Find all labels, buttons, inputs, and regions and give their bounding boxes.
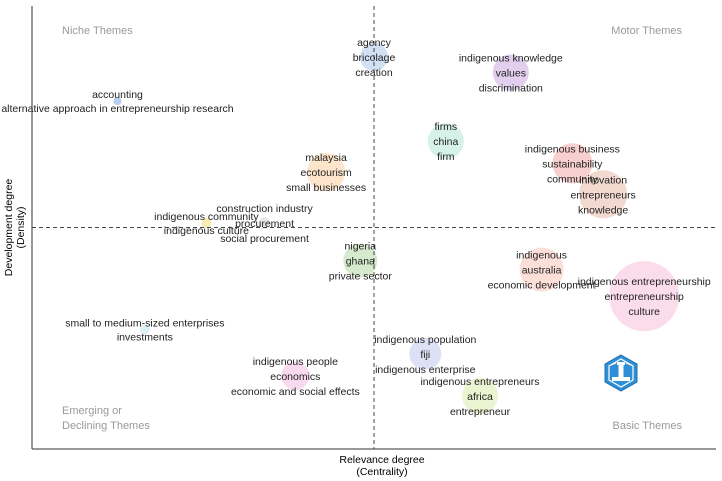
cluster-term-label: alternative approach in entrepreneurship… xyxy=(1,103,233,115)
cluster-term-label: small businesses xyxy=(286,182,366,194)
y-axis-title: (Density) xyxy=(15,206,27,248)
logo-beam-right xyxy=(625,362,632,366)
cluster-bubble xyxy=(409,337,442,370)
cluster-term-label: bricolage xyxy=(353,52,396,64)
cluster-bubble xyxy=(113,97,122,106)
cluster-term-label: firm xyxy=(437,151,455,163)
cluster-term-label: africa xyxy=(467,391,493,403)
cluster-term-label: accounting xyxy=(92,89,143,101)
cluster-term-label: small to medium-sized enterprises xyxy=(65,317,224,329)
cluster-term-label: values xyxy=(496,67,526,79)
cluster-term-label: innovation xyxy=(579,174,627,186)
cluster-term-label: entrepreneurship xyxy=(604,291,684,303)
cluster-term-label: agency xyxy=(357,37,392,49)
cluster-term-label: indigenous knowledge xyxy=(459,52,563,64)
cluster-term-label: indigenous entrepreneurship xyxy=(578,276,711,288)
x-axis-title: Relevance degree xyxy=(339,454,424,466)
reference-lines xyxy=(32,6,716,449)
cluster-term-label: knowledge xyxy=(578,204,628,216)
cluster-term-label: indigenous population xyxy=(374,334,476,346)
cluster-term-label: nigeria xyxy=(345,241,377,253)
logo-tower xyxy=(618,364,624,377)
cluster-term-label: community xyxy=(547,173,599,185)
cluster-term-label: indigenous business xyxy=(525,143,620,155)
cluster-bubble xyxy=(201,218,212,229)
logo-inner-ring xyxy=(608,358,634,388)
quadrant-label-emerging: Emerging or xyxy=(62,405,122,417)
cluster-term-label: indigenous community xyxy=(154,211,259,223)
cluster-term-label: investments xyxy=(117,331,173,343)
quadrant-label-basic: Basic Themes xyxy=(613,420,683,432)
quadrant-label-niche: Niche Themes xyxy=(62,25,133,37)
cluster-bubble xyxy=(258,217,271,230)
cluster-bubble xyxy=(492,54,529,91)
logo-beam-left xyxy=(610,362,617,366)
cluster-term-label: entrepreneurs xyxy=(570,189,635,201)
cluster-terms: accounting alternative approach in entrep… xyxy=(1,37,711,418)
cluster-term-label: construction industry xyxy=(216,203,313,215)
cluster-term-label: china xyxy=(433,136,458,148)
cluster-bubble xyxy=(427,123,464,160)
cluster-bubble xyxy=(307,153,346,192)
cluster-term-label: culture xyxy=(628,306,660,318)
cluster-bubble xyxy=(462,377,499,414)
cluster-term-label: creation xyxy=(355,67,393,79)
y-axis-title: Development degree xyxy=(3,179,15,277)
x-axis-title: (Centrality) xyxy=(356,466,407,478)
cluster-term-label: indigenous culture xyxy=(164,225,249,237)
cluster-term-label: economics xyxy=(270,371,320,383)
cluster-term-label: ghana xyxy=(346,256,375,268)
cluster-term-label: entrepreneur xyxy=(450,406,511,418)
cluster-term-label: indigenous entrepreneurs xyxy=(420,376,539,388)
cluster-circles xyxy=(113,42,680,414)
cluster-bubble xyxy=(609,261,680,332)
cluster-bubble xyxy=(281,361,310,390)
cluster-term-label: fiji xyxy=(420,349,430,361)
cluster-bubble xyxy=(519,247,564,292)
cluster-bubble xyxy=(343,243,378,278)
cluster-term-label: private sector xyxy=(329,271,393,283)
quadrant-label-emerging: Declining Themes xyxy=(62,420,150,432)
cluster-term-label: australia xyxy=(522,265,562,277)
cluster-bubble xyxy=(579,170,628,219)
quadrant-label-motor: Motor Themes xyxy=(611,25,682,37)
cluster-term-label: sustainability xyxy=(542,158,603,170)
cluster-term-label: ecotourism xyxy=(300,167,352,179)
axis-titles: Relevance degree(Centrality) Development … xyxy=(3,179,425,478)
cluster-term-label: social procurement xyxy=(220,233,309,245)
cluster-term-label: malaysia xyxy=(305,152,347,164)
cluster-term-label: procurement xyxy=(235,218,294,230)
cluster-term-label: discrimination xyxy=(479,82,543,94)
cluster-term-label: firms xyxy=(434,121,457,133)
cluster-term-label: indigenous people xyxy=(253,356,338,368)
cluster-term-label: economic and social effects xyxy=(231,386,360,398)
lighthouse-logo-icon xyxy=(604,354,638,392)
logo-base xyxy=(612,377,630,381)
cluster-term-label: indigenous xyxy=(516,250,567,262)
cluster-bubble xyxy=(552,143,593,184)
cluster-term-label: indigenous enterprise xyxy=(375,364,476,376)
cluster-bubble xyxy=(139,324,150,335)
cluster-term-label: economic development xyxy=(488,280,596,292)
logo-lamp xyxy=(617,362,625,365)
